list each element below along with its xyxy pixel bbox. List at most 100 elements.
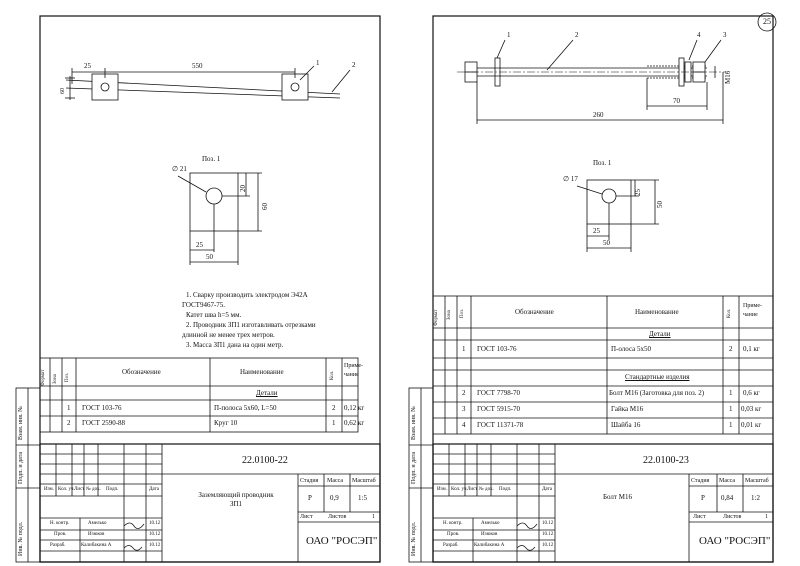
dim-60: 60: [60, 88, 66, 94]
role-label: Пров.: [54, 532, 67, 537]
col-label: Изм.: [437, 487, 447, 492]
dim-25: 25: [84, 62, 91, 70]
row-designation: ГОСТ 5915-70: [477, 405, 521, 413]
org-name: ОАО "РОСЭП": [699, 535, 771, 547]
mass-header: Масса: [719, 478, 736, 484]
date: 10.12: [149, 521, 161, 526]
row-note: 0,62 кг: [344, 419, 365, 427]
dim-60b: 60: [261, 203, 269, 210]
col-label: Кол. уч.: [58, 487, 75, 492]
sheet-label: Лист: [693, 514, 706, 520]
side-label-replace: Взам. инв. №: [411, 406, 417, 440]
row-pos: 1: [462, 345, 466, 353]
row-name: Круг 10: [214, 419, 238, 427]
note-line: длинной не менее трех метров.: [182, 331, 275, 339]
hdr-pos: Поз.: [65, 372, 70, 382]
view-label: Поз. 1: [593, 159, 612, 167]
role-label: Пров.: [447, 532, 460, 537]
stage-value: Р: [701, 494, 705, 502]
doc-name: Заземляющий проводник ЗП1: [198, 491, 274, 508]
mass-value: 0,9: [330, 494, 339, 502]
row-name: Гайка М16: [611, 405, 644, 413]
row-name: Шайба 16: [611, 421, 641, 429]
balloon-2: 2: [575, 31, 579, 39]
dim-dia17: ∅ 17: [563, 175, 578, 183]
col-label: № док.: [479, 487, 494, 492]
date: 10.12: [149, 532, 161, 537]
row-pos: 2: [462, 389, 466, 397]
thread-m16: M16: [724, 70, 732, 84]
view-label: Поз. 1: [202, 155, 221, 163]
row-qty: 1: [332, 419, 336, 427]
date: 10.12: [149, 543, 161, 548]
person-name: Изюков: [88, 532, 105, 537]
balloon-2: 2: [352, 61, 356, 69]
dim-20: 20: [239, 185, 247, 192]
role-label: Н. контр.: [443, 521, 463, 526]
col-label: Лист: [74, 487, 85, 492]
row-qty: 1: [729, 421, 733, 429]
row-note: 0,12 кг: [344, 404, 365, 412]
stage-header: Стадия: [300, 478, 319, 484]
row-pos: 3: [462, 405, 466, 413]
hdr-designation: Обозначение: [515, 308, 554, 316]
dim-25: 25: [634, 189, 642, 196]
balloon-4: 4: [697, 31, 701, 39]
col-label: Лист: [467, 487, 478, 492]
row-qty: 1: [729, 405, 733, 413]
role-label: Разраб.: [443, 543, 459, 548]
row-pos: 2: [67, 419, 71, 427]
section-standard: Стандартные изделия: [625, 373, 690, 381]
col-label: Подп.: [106, 487, 119, 492]
balloon-3: 3: [723, 31, 727, 39]
row-note: 0,1 кг: [743, 345, 760, 353]
dim-25b: 25: [196, 241, 203, 249]
date: 10.12: [542, 543, 554, 548]
drawing-sheet-right: 25 1 2 4 3 260 70 M16 Поз. 1 ∅ 17 25 50 …: [407, 0, 793, 566]
section-details: Детали: [256, 389, 278, 397]
person-name: Амелько: [481, 521, 500, 526]
col-label: Изм.: [44, 487, 54, 492]
row-designation: ГОСТ 103-76: [477, 345, 517, 353]
row-designation: ГОСТ 103-76: [82, 404, 122, 412]
note-line: ГОСТ9467-75.: [182, 301, 226, 309]
doc-code: 22.0100-23: [643, 455, 689, 466]
sheets-value: 1: [765, 514, 768, 520]
note-line: Катет шва h=5 мм.: [186, 311, 242, 319]
note-line: 2. Проводник ЗП1 изготавливать отрезками: [186, 321, 316, 329]
balloon-1: 1: [507, 31, 511, 39]
row-designation: ГОСТ 11371-78: [477, 421, 524, 429]
row-name: Болт М16 (Заготовка для поз. 2): [609, 389, 705, 397]
scale-value: 1:2: [751, 494, 760, 502]
stage-header: Стадия: [691, 478, 710, 484]
mass-header: Масса: [327, 478, 344, 484]
row-name: П-олоса 5х50: [611, 345, 652, 353]
row-pos: 1: [67, 404, 71, 412]
sheets-label: Листов: [328, 514, 347, 520]
row-designation: ГОСТ 2590-88: [82, 419, 126, 427]
col-label: Дата: [542, 487, 552, 492]
side-label-sign-date: Подп. и дата: [411, 451, 417, 484]
dim-550: 550: [192, 62, 203, 70]
dim-50b: 50: [603, 239, 610, 247]
doc-name: Болт М16: [603, 493, 632, 501]
sheets-value: 1: [372, 514, 375, 520]
hdr-qty: Кол.: [330, 370, 335, 380]
hdr-qty: Кол.: [727, 308, 732, 318]
dim-50: 50: [206, 253, 213, 261]
note-line: 3. Масса ЗП1 дана на один метр.: [186, 341, 284, 349]
hdr-name: Наименование: [635, 308, 679, 316]
dim-dia21: ∅ 21: [172, 165, 187, 173]
hdr-note: Приме- чание: [344, 363, 364, 378]
mass-value: 0,84: [721, 494, 734, 502]
person-name: Амелько: [88, 521, 107, 526]
section-details: Детали: [649, 330, 671, 338]
scale-header: Масштаб: [745, 478, 769, 484]
right-drawing-lines: [408, 12, 777, 563]
row-qty: 2: [729, 345, 733, 353]
dim-260: 260: [593, 111, 604, 119]
balloon-1: 1: [316, 59, 320, 67]
side-label-sign-date: Подп. и дата: [18, 451, 24, 484]
hdr-name: Наименование: [240, 368, 284, 376]
doc-code: 22.0100-22: [242, 455, 288, 466]
